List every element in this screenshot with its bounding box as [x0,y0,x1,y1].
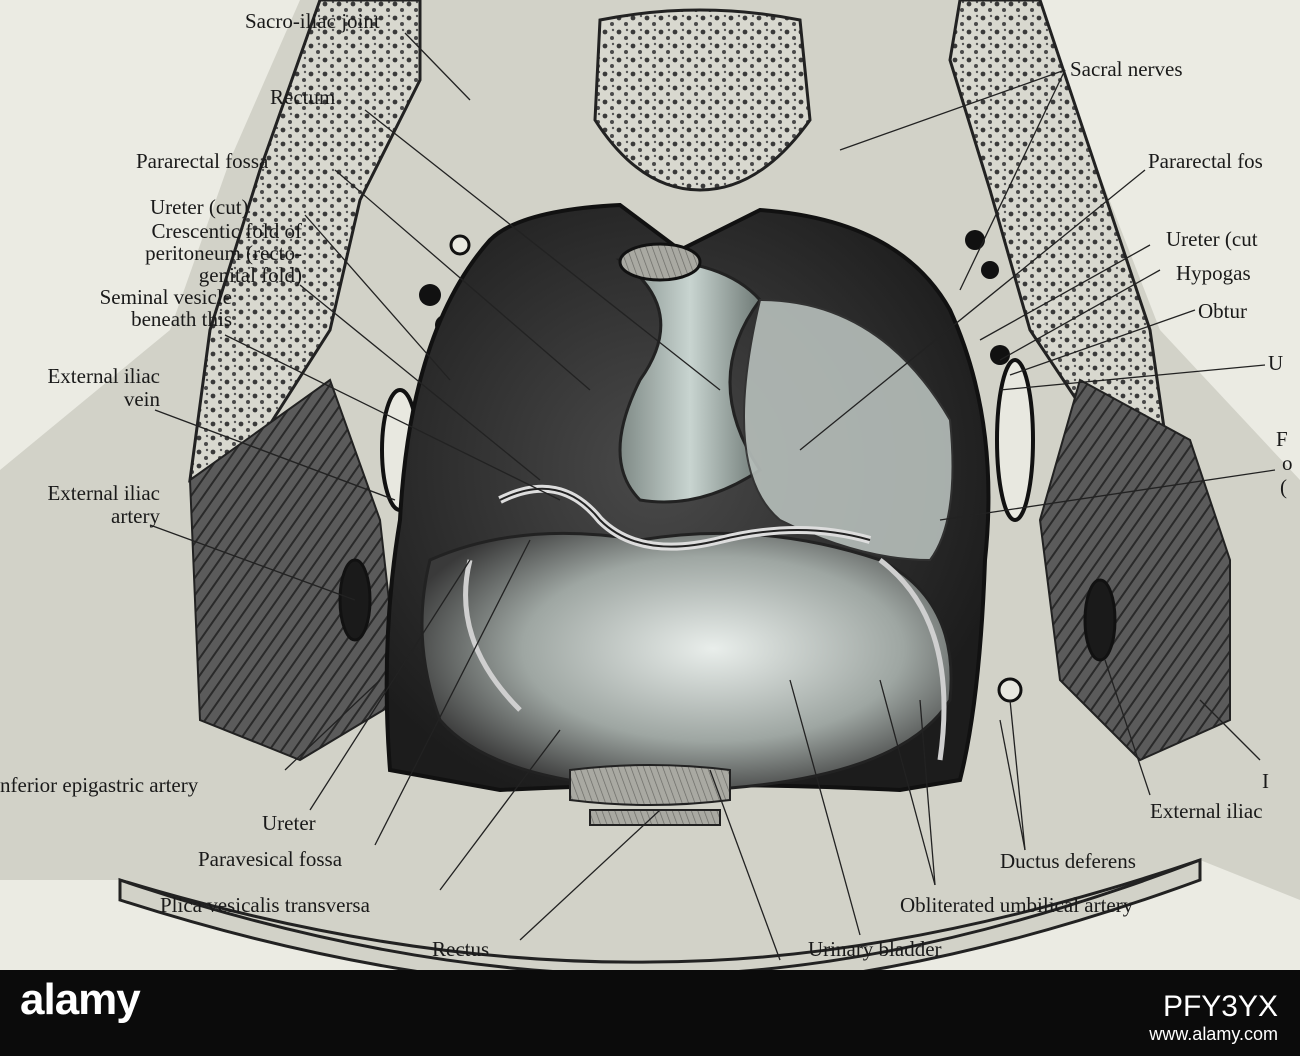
label-crescentic-fold-line3: genital fold) [198,263,302,287]
label-inferior-epigastric-artery: nferior epigastric artery [0,773,199,797]
label-plica-vesicalis-transversa: Plica vesicalis transversa [160,893,370,917]
label-hypogastric: Hypogas [1176,261,1251,285]
label-ureter-cut-left: Ureter (cut) [150,195,249,219]
label-right-paren: ( [1280,475,1287,499]
label-urinary-bladder: Urinary bladder [808,937,942,961]
label-rectum: Rectum [270,85,336,109]
label-right-o: o [1282,451,1293,475]
watermark-banner [0,970,1300,1056]
label-right-f: F [1276,427,1288,451]
label-seminal-vesicle-line2: beneath this [131,307,232,331]
label-pararectal-fossa-right: Pararectal fos [1148,149,1263,173]
label-sacro-iliac-joint: Sacro-iliac joint [245,9,380,33]
label-sacral-nerves: Sacral nerves [1070,57,1183,81]
label-paravesical-fossa: Paravesical fossa [198,847,343,871]
pelvis-illustration [0,0,1300,970]
label-ureter-cut-right: Ureter (cut [1166,227,1258,251]
label-crescentic-fold-line2: peritoneum (recto- [145,241,302,265]
label-external-iliac-right: External iliac [1150,799,1263,823]
alamy-logo: alamy [20,975,141,1024]
label-crescentic-fold-line1: Crescentic fold of [151,219,302,243]
label-external-iliac-artery-line2: artery [111,504,160,528]
label-external-iliac-vein-line2: vein [123,387,160,411]
label-external-iliac-vein-line1: External iliac [47,364,160,388]
label-right-i: I [1262,769,1269,793]
label-seminal-vesicle-line1: Seminal vesicle [99,285,232,309]
label-obturator: Obtur [1198,299,1247,323]
label-ureter: Ureter [262,811,316,835]
site-url: www.alamy.com [1149,1024,1278,1044]
label-external-iliac-artery-line1: External iliac [47,481,160,505]
label-pararectal-fossa-left: Pararectal fossa [136,149,269,173]
label-rectus: Rectus [432,937,490,961]
label-right-u: U [1268,351,1284,375]
anatomical-plate: Sacro-iliac joint Rectum Pararectal foss… [0,0,1300,970]
label-ductus-deferens: Ductus deferens [1000,849,1136,873]
label-obliterated-umbilical-artery: Obliterated umbilical artery [900,893,1134,917]
stock-image-id: PFY3YX [1162,990,1278,1023]
